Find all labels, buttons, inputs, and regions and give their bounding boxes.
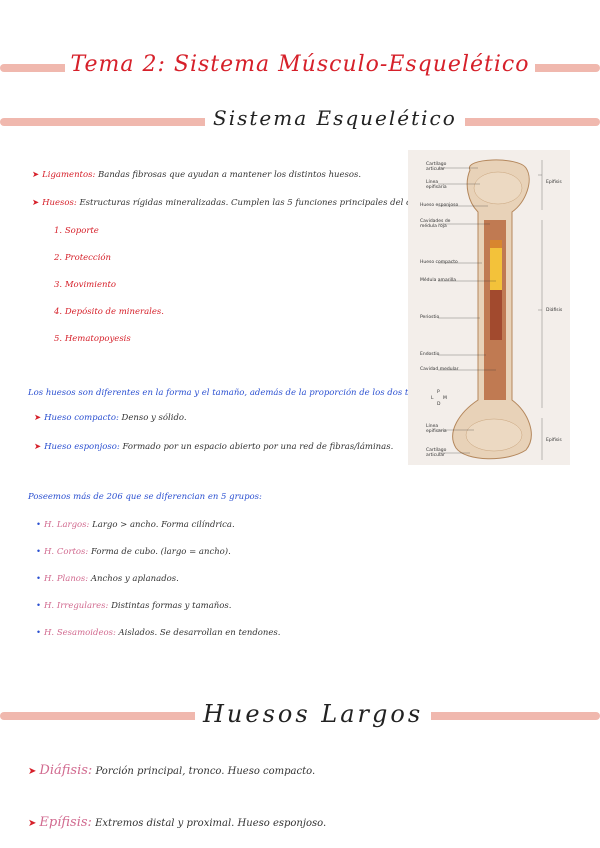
bone-illustration: Cartílago articular Línea epifisaria Hue… (408, 150, 570, 465)
section1-heading: Sistema Esquelético (205, 106, 465, 130)
arrow-icon: ➤ (34, 442, 42, 452)
list-item: •H. Sesamoideos: Aislados. Se desarrolla… (36, 628, 281, 638)
bone-label: Diáfisis (546, 308, 563, 313)
arrow-icon: ➤ (32, 170, 40, 180)
list-item: ➤Ligamentos: Bandas fibrosas que ayudan … (32, 170, 362, 180)
bone-label: Médula amarilla (420, 278, 457, 283)
groups-intro: Poseemos más de 206 que se diferencian e… (28, 492, 262, 502)
bone-label: Hueso compacto (420, 260, 458, 265)
compass-label: M (443, 396, 447, 401)
bone-label: Cavidades de médula roja (420, 219, 451, 229)
list-item: ➤Epífisis: Extremos distal y proximal. H… (28, 815, 327, 830)
bone-svg (438, 159, 543, 460)
arrow-icon: ➤ (28, 766, 37, 777)
bone-label: Cavidad medular (420, 367, 459, 372)
bone-label: Endostio (420, 352, 440, 357)
arrow-icon: ➤ (32, 198, 40, 208)
list-item: •H. Cortos: Forma de cubo. (largo = anch… (36, 547, 231, 557)
list-item: •H. Largos: Largo > ancho. Forma cilíndr… (36, 520, 235, 530)
list-item: ➤Hueso esponjoso: Formado por un espacio… (34, 442, 394, 452)
bone-label: Cartílago articular (426, 448, 447, 458)
list-item: 2. Protección (54, 253, 112, 263)
list-item: 4. Depósito de minerales. (54, 307, 164, 317)
arrow-icon: ➤ (28, 818, 37, 829)
list-item: ➤Hueso compacto: Denso y sólido. (34, 413, 187, 423)
compass-label: L (431, 396, 434, 401)
list-item: •H. Irregulares: Distintas formas y tama… (36, 601, 232, 611)
list-item: ➤Diáfisis: Porción principal, tronco. Hu… (28, 763, 316, 778)
bone-label: Línea epifisaria (426, 424, 447, 434)
compass-label: D (437, 402, 441, 407)
compass-label: P (437, 390, 440, 395)
arrow-icon: ➤ (34, 413, 42, 423)
page-title: Tema 2: Sistema Músculo-Esquelético (0, 52, 600, 77)
list-item: 3. Movimiento (54, 280, 116, 290)
tissue-intro: Los huesos son diferentes en la forma y … (28, 388, 492, 398)
list-item: 1. Soporte (54, 226, 99, 236)
bone-label: Línea epifisaria (426, 180, 447, 190)
bone-label: Epífisis (546, 438, 562, 443)
list-item: •H. Planos: Anchos y aplanados. (36, 574, 179, 584)
section2-heading: Huesos Largos (195, 700, 432, 728)
bone-label: Epífisis (546, 180, 562, 185)
bone-label: Cartílago articular (426, 162, 447, 172)
bone-label: Hueso esponjoso (420, 203, 459, 208)
list-item: 5. Hematopoyesis (54, 334, 131, 344)
bone-label: Periostio (420, 315, 440, 320)
list-item: ➤Huesos: Estructuras rígidas mineralizad… (32, 198, 439, 208)
